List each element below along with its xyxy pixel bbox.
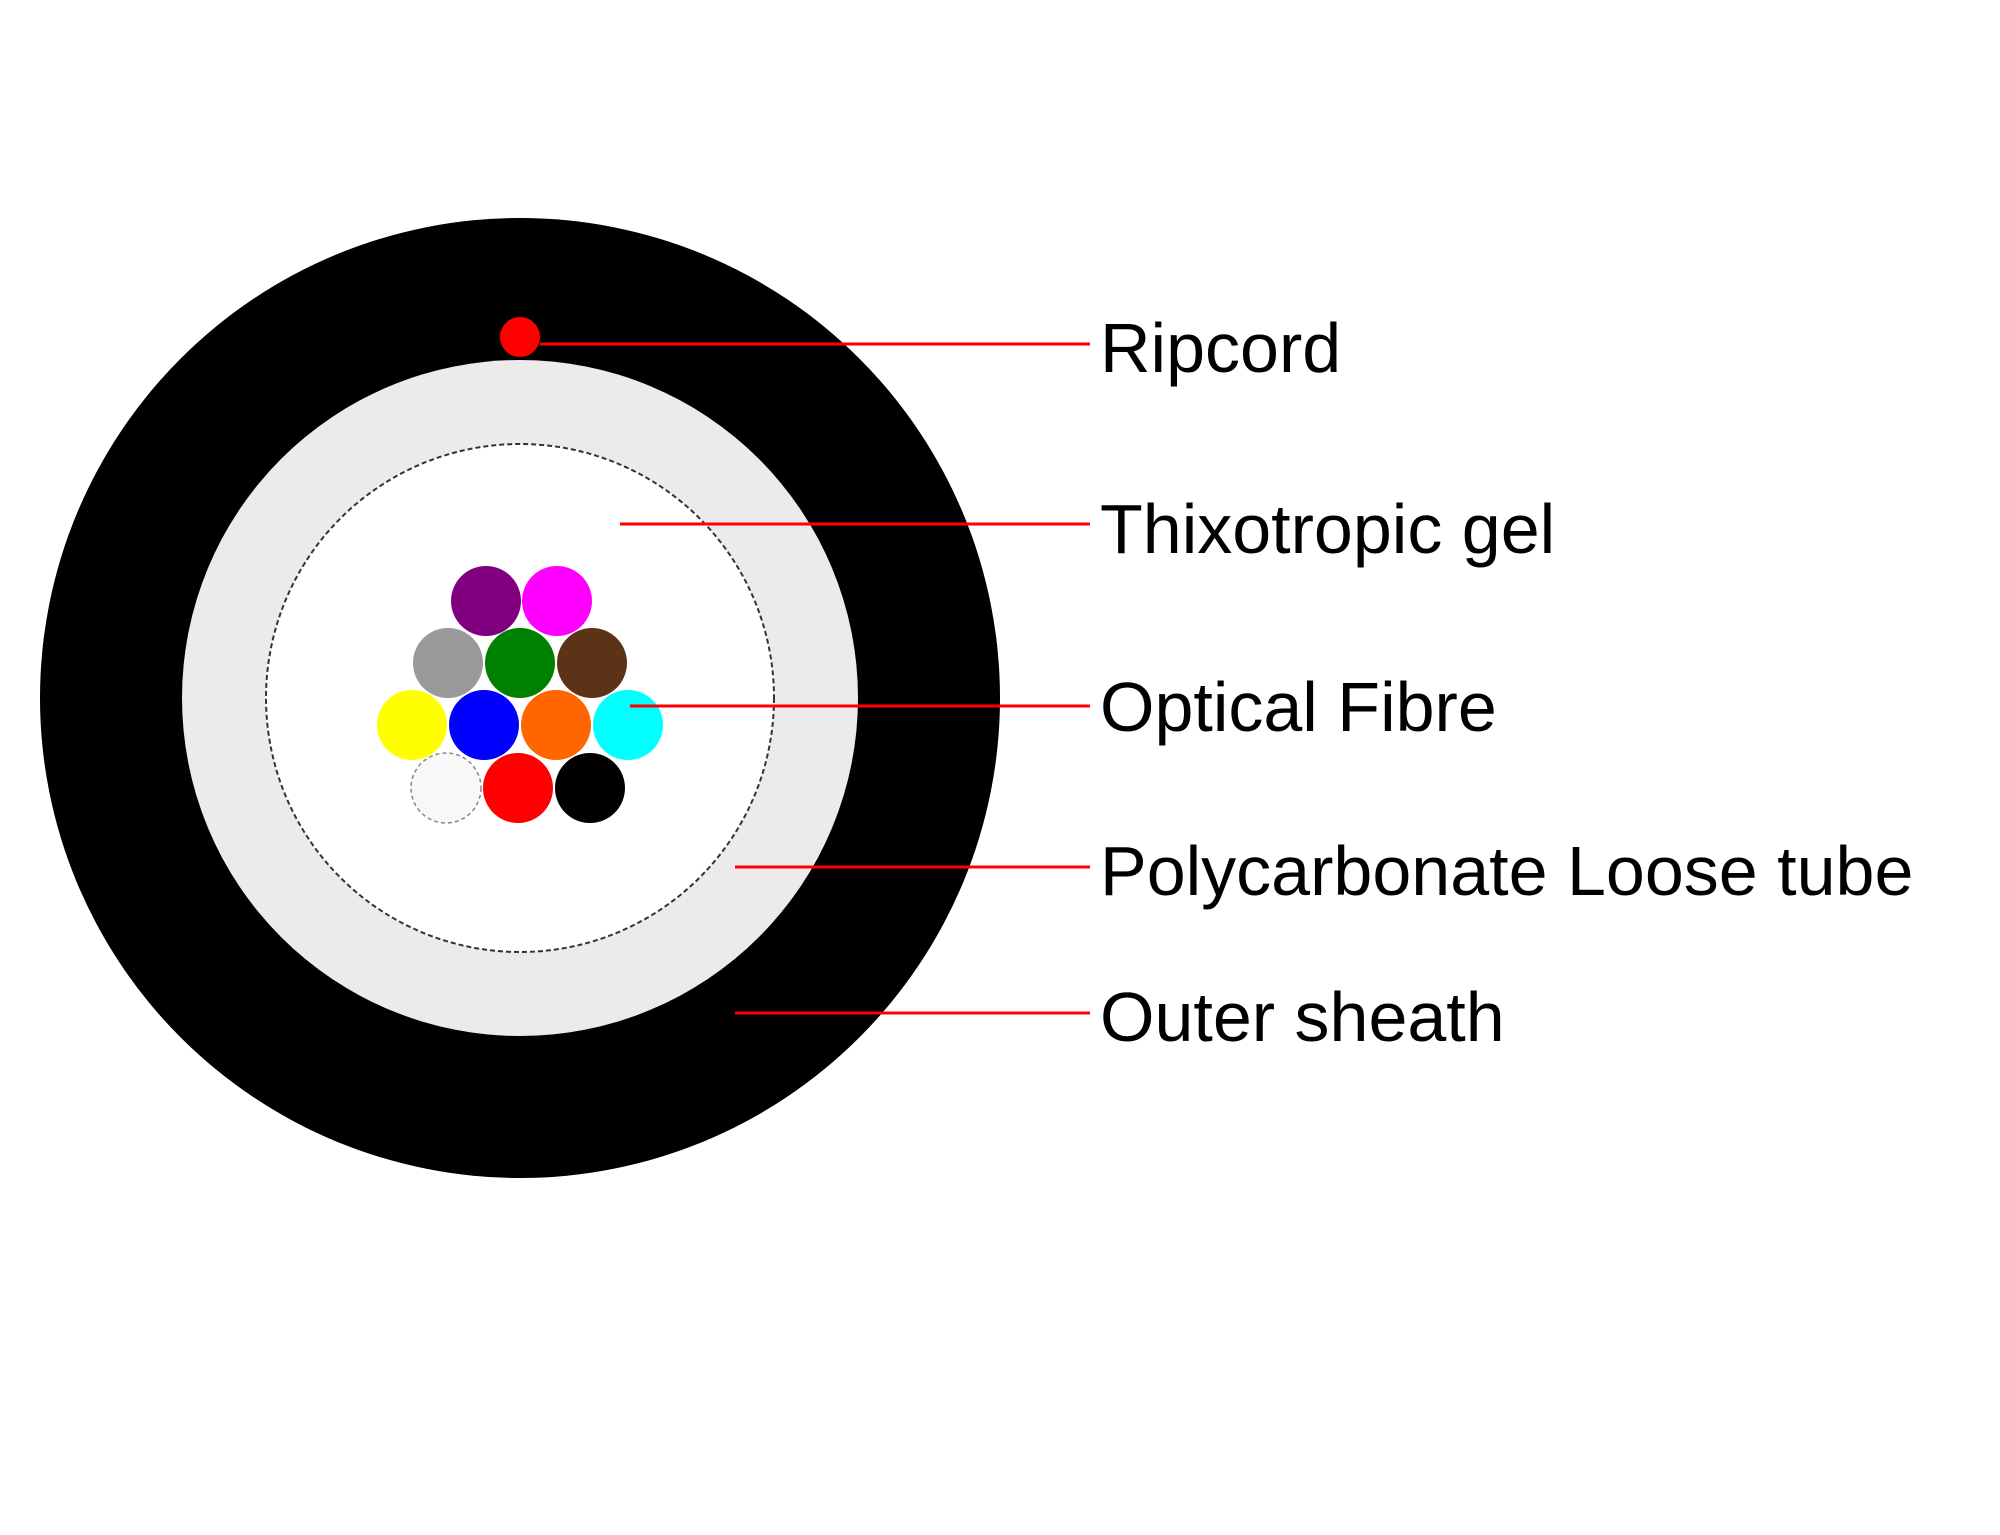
fibre-rose bbox=[522, 566, 592, 636]
ripcord-label: Ripcord bbox=[1100, 309, 1341, 387]
fibre-violet bbox=[451, 566, 521, 636]
fibre-brown bbox=[557, 628, 627, 698]
fibre-green bbox=[485, 628, 555, 698]
fibre-orange bbox=[521, 690, 591, 760]
fibre-slate bbox=[413, 628, 483, 698]
ripcord bbox=[500, 317, 540, 357]
optical-fibre-bundle bbox=[377, 566, 663, 824]
fibre-white bbox=[410, 752, 482, 824]
fibre-red bbox=[483, 753, 553, 823]
fibre-black bbox=[555, 753, 625, 823]
outer-sheath-label: Outer sheath bbox=[1100, 978, 1505, 1056]
thixotropic-gel-label: Thixotropic gel bbox=[1100, 490, 1555, 568]
fibre-yellow bbox=[377, 690, 447, 760]
optical-fibre-label: Optical Fibre bbox=[1100, 668, 1497, 746]
fibre-aqua bbox=[593, 690, 663, 760]
fibre-blue bbox=[449, 690, 519, 760]
loose-tube-label: Polycarbonate Loose tube bbox=[1100, 832, 1913, 910]
